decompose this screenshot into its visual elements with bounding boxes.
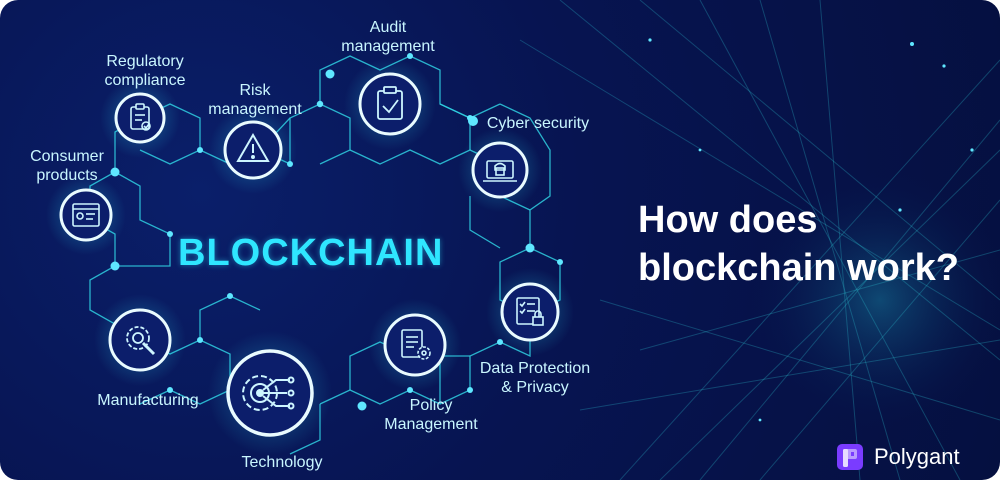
label-audit-line1: Audit bbox=[369, 19, 407, 36]
node-policy bbox=[369, 299, 461, 391]
node-audit bbox=[344, 58, 436, 150]
document-gear-icon bbox=[401, 329, 431, 360]
label-technology-line1: Technology bbox=[241, 454, 323, 471]
laptop-lock-icon bbox=[483, 160, 517, 182]
label-cyber: Cyber security bbox=[482, 114, 594, 133]
brand-logo[interactable]: Polygant bbox=[834, 441, 960, 473]
browser-window-icon bbox=[72, 203, 100, 227]
node-regulatory bbox=[100, 78, 180, 158]
label-technology: Technology bbox=[222, 453, 342, 472]
light-streaks bbox=[519, 0, 1000, 480]
label-consumer-line2: products bbox=[36, 167, 98, 184]
label-regulatory-line2: compliance bbox=[104, 72, 186, 89]
checklist-lock-icon bbox=[516, 297, 544, 326]
node-risk bbox=[209, 106, 297, 194]
label-audit-line2: management bbox=[341, 38, 435, 55]
label-policy-line1: Policy bbox=[409, 397, 453, 414]
center-title: BLOCKCHAIN bbox=[178, 232, 444, 274]
label-consumer: Consumer products bbox=[20, 147, 114, 185]
headline-line1: How does bbox=[638, 199, 818, 241]
label-dataprotection: Data Protection & Privacy bbox=[472, 359, 598, 397]
label-regulatory: Regulatory compliance bbox=[98, 52, 192, 90]
label-risk-line2: management bbox=[208, 101, 302, 118]
node-manufacturing bbox=[94, 294, 186, 386]
label-dataprotection-line1: Data Protection bbox=[479, 360, 591, 377]
node-dataprotection bbox=[486, 268, 574, 356]
label-cyber-line1: Cyber security bbox=[486, 115, 590, 132]
node-consumer bbox=[46, 175, 126, 255]
label-dataprotection-line2: & Privacy bbox=[501, 379, 569, 396]
polygant-logo-icon bbox=[837, 444, 863, 470]
label-manufacturing-line1: Manufacturing bbox=[97, 392, 199, 409]
label-risk-line1: Risk bbox=[239, 82, 271, 99]
gear-wrench-icon bbox=[126, 326, 156, 356]
label-consumer-line1: Consumer bbox=[30, 148, 104, 165]
clipboard-check-icon bbox=[377, 86, 403, 120]
headline: How does blockchain work? bbox=[638, 196, 959, 292]
label-manufacturing: Manufacturing bbox=[88, 391, 208, 410]
brand-name: Polygant bbox=[874, 444, 960, 469]
headline-line2: blockchain work? bbox=[638, 247, 959, 289]
label-risk: Risk management bbox=[200, 81, 310, 119]
label-policy-line2: Management bbox=[384, 416, 478, 433]
warning-triangle-icon bbox=[236, 132, 270, 162]
clipboard-check-icon bbox=[130, 103, 151, 131]
label-policy: Policy Management bbox=[376, 396, 486, 434]
gear-circuit-icon bbox=[242, 375, 295, 411]
label-audit: Audit management bbox=[334, 18, 442, 56]
node-cyber bbox=[458, 128, 542, 212]
label-regulatory-line1: Regulatory bbox=[106, 53, 184, 70]
node-technology bbox=[208, 331, 332, 455]
